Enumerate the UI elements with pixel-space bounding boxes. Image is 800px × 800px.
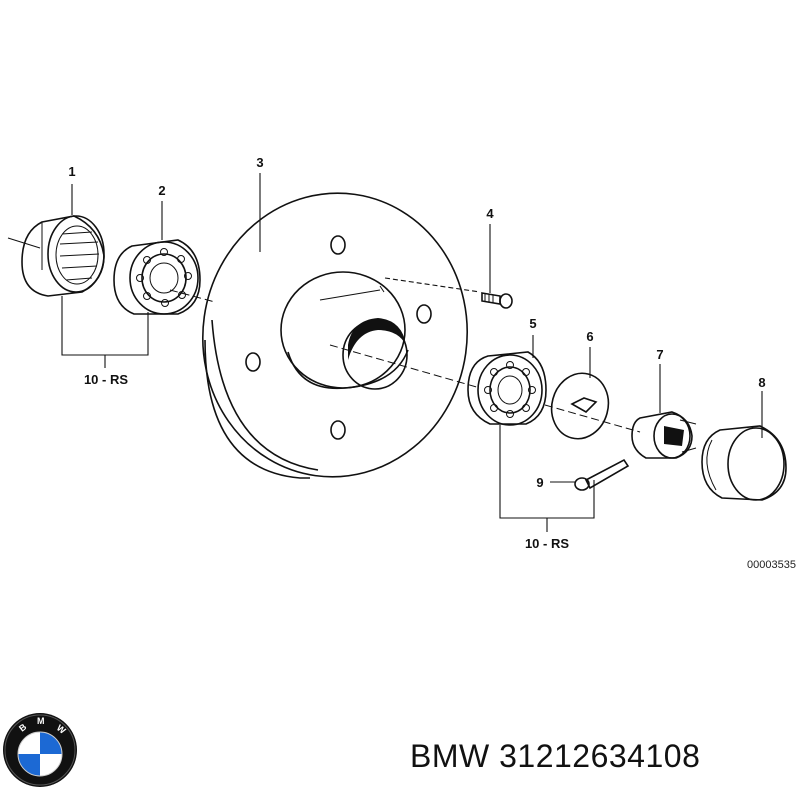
- part-7-castle-nut: [631, 411, 697, 459]
- callout-4: 4: [486, 206, 494, 221]
- part-6-washer: [550, 372, 610, 440]
- drawing-reference-number: 00003535: [747, 559, 796, 571]
- part-1-cap: [21, 215, 105, 297]
- part-8-dust-cap: [701, 425, 787, 501]
- bmw-logo: B M W: [3, 713, 77, 787]
- part-number: 31212634108: [499, 738, 701, 774]
- svg-text:B: B: [17, 721, 29, 733]
- part-3-brake-disc: [201, 192, 469, 479]
- callout-8: 8: [758, 375, 765, 390]
- part-2-bearing: [113, 239, 201, 315]
- callout-2: 2: [158, 183, 165, 198]
- svg-text:M: M: [37, 716, 45, 726]
- group-label-right: 10 - RS: [525, 536, 569, 551]
- part-4-bolt: [384, 277, 513, 309]
- part-9-cotter-pin: [574, 458, 630, 491]
- callout-6: 6: [586, 329, 593, 344]
- callout-1: 1: [68, 164, 75, 179]
- part-5-bearing: [467, 351, 547, 426]
- brand-name: BMW: [410, 738, 490, 774]
- group-label-left: 10 - RS: [84, 372, 128, 387]
- callout-leaders: [61, 173, 763, 532]
- callout-3: 3: [256, 155, 263, 170]
- callout-9: 9: [536, 475, 543, 490]
- part-caption: BMW 31212634108: [410, 738, 700, 775]
- callout-5: 5: [529, 316, 536, 331]
- callout-7: 7: [656, 347, 663, 362]
